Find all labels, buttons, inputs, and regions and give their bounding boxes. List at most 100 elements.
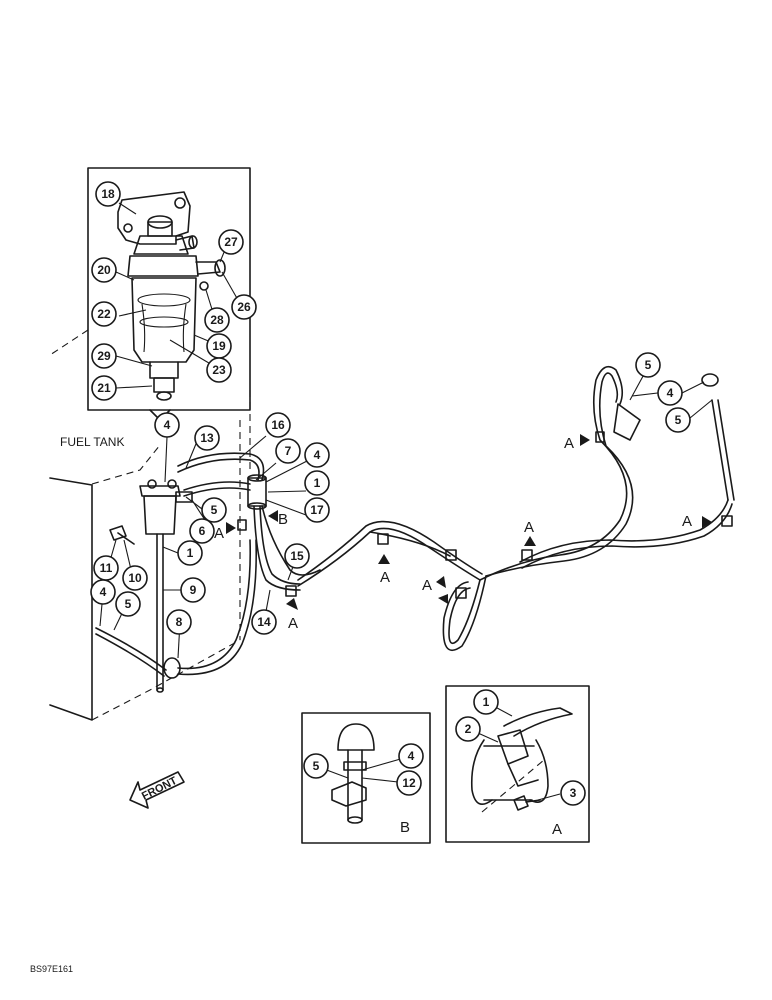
callouts: 18 27 20 26 22 28 19 29 23 21 4 13 16 7 … bbox=[90, 181, 691, 806]
callout-23: 23 bbox=[206, 357, 232, 383]
ref-arrow-a bbox=[286, 598, 298, 610]
hose-clip bbox=[521, 549, 533, 561]
reference-markers: A B A A A A A A bbox=[214, 434, 712, 632]
view-a-screw bbox=[513, 795, 529, 811]
ref-letter-a: A bbox=[380, 569, 390, 586]
hose-clip bbox=[595, 431, 605, 443]
return-hose-left bbox=[95, 627, 167, 671]
callout-20: 20 bbox=[91, 257, 117, 283]
ref-arrow-a bbox=[438, 594, 448, 604]
fitting-17 bbox=[247, 477, 267, 507]
svg-text:9: 9 bbox=[190, 583, 197, 597]
svg-text:23: 23 bbox=[212, 363, 226, 377]
callout-15: 15 bbox=[284, 543, 310, 569]
callout-14: 14 bbox=[251, 609, 277, 635]
ref-arrow-a bbox=[702, 516, 712, 528]
hose-16 bbox=[177, 452, 265, 481]
svg-text:5: 5 bbox=[313, 759, 320, 773]
ref-letter-a: A bbox=[564, 435, 574, 452]
callout-16: 16 bbox=[265, 412, 291, 438]
svg-text:11: 11 bbox=[100, 561, 113, 575]
svg-text:5: 5 bbox=[675, 413, 682, 427]
svg-text:7: 7 bbox=[285, 444, 292, 458]
svg-text:5: 5 bbox=[645, 358, 652, 372]
svg-text:1: 1 bbox=[483, 695, 490, 709]
water-separator-bowl bbox=[131, 277, 197, 363]
filter-outlet-fitting bbox=[195, 261, 221, 275]
main-fuel-line bbox=[297, 527, 481, 587]
callout-6: 6 bbox=[189, 518, 215, 544]
bleed-screw bbox=[199, 281, 209, 291]
view-a-strap bbox=[503, 707, 573, 737]
svg-text:2: 2 bbox=[465, 722, 472, 736]
filter-detail-inset bbox=[49, 167, 251, 470]
ref-arrow-a bbox=[226, 522, 236, 534]
fuel-hoses bbox=[95, 365, 735, 693]
callout-5: 5 bbox=[201, 497, 227, 523]
svg-text:5: 5 bbox=[125, 597, 132, 611]
filter-head bbox=[133, 235, 189, 255]
fuel-tank-label: FUEL TANK bbox=[60, 435, 124, 449]
callout-5: 5 bbox=[665, 407, 691, 433]
view-b-clamp bbox=[331, 781, 367, 807]
svg-text:29: 29 bbox=[97, 349, 111, 363]
hose-clip bbox=[237, 519, 247, 531]
bracket-bolt-hole bbox=[123, 223, 133, 233]
svg-text:21: 21 bbox=[97, 381, 111, 395]
callout-21: 21 bbox=[91, 375, 117, 401]
svg-text:3: 3 bbox=[570, 786, 577, 800]
callout-4: 4 bbox=[154, 412, 180, 438]
callout-22: 22 bbox=[91, 301, 117, 327]
hose-clip bbox=[445, 549, 457, 561]
svg-text:10: 10 bbox=[128, 571, 142, 585]
right-fitting bbox=[701, 373, 719, 387]
callout-7: 7 bbox=[275, 438, 301, 464]
callout-17: 17 bbox=[304, 497, 330, 523]
svg-text:6: 6 bbox=[199, 524, 206, 538]
callout-26: 26 bbox=[231, 294, 257, 320]
svg-text:18: 18 bbox=[101, 187, 115, 201]
callout-4: 4 bbox=[304, 442, 330, 468]
svg-text:4: 4 bbox=[408, 749, 415, 763]
long-return-line bbox=[479, 365, 628, 581]
callout-1: 1 bbox=[177, 540, 203, 566]
front-arrow-shape bbox=[129, 771, 185, 809]
upper-connector bbox=[613, 403, 641, 441]
ref-letter-a: A bbox=[422, 577, 432, 594]
callout-4: 4 bbox=[657, 380, 683, 406]
ref-letter-b: B bbox=[278, 511, 288, 528]
callout-13: 13 bbox=[194, 425, 220, 451]
callout-2: 2 bbox=[455, 716, 481, 742]
fuel-tank: FUEL TANK bbox=[49, 420, 241, 721]
view-a-clamp bbox=[497, 729, 529, 765]
callout-8: 8 bbox=[166, 609, 192, 635]
svg-text:12: 12 bbox=[402, 776, 416, 790]
view-a-label: A bbox=[552, 821, 562, 838]
svg-text:1: 1 bbox=[314, 476, 321, 490]
tank-wall-outline bbox=[49, 477, 93, 721]
callout-3: 3 bbox=[560, 780, 586, 806]
front-label: FRONT bbox=[140, 775, 179, 803]
callout-5: 5 bbox=[115, 591, 141, 617]
leader-lines bbox=[99, 202, 713, 801]
view-b-hose-end bbox=[337, 723, 375, 751]
bracket-bolt-hole bbox=[174, 197, 186, 209]
ref-arrow-a bbox=[524, 536, 536, 546]
ref-letter-a: A bbox=[682, 513, 692, 530]
svg-text:15: 15 bbox=[290, 549, 304, 563]
ref-arrow-a bbox=[580, 434, 590, 446]
drain-valve bbox=[149, 361, 179, 379]
svg-text:27: 27 bbox=[224, 235, 238, 249]
right-riser-hose bbox=[711, 399, 729, 501]
drawing-code: BS97E161 bbox=[30, 964, 73, 974]
callout-4: 4 bbox=[90, 579, 116, 605]
callout-18: 18 bbox=[95, 181, 121, 207]
callout-1: 1 bbox=[304, 470, 330, 496]
fitting-6 bbox=[175, 491, 193, 503]
svg-text:5: 5 bbox=[211, 503, 218, 517]
svg-text:22: 22 bbox=[97, 307, 111, 321]
callout-5: 5 bbox=[303, 753, 329, 779]
callout-10: 10 bbox=[122, 565, 148, 591]
callout-27: 27 bbox=[218, 229, 244, 255]
